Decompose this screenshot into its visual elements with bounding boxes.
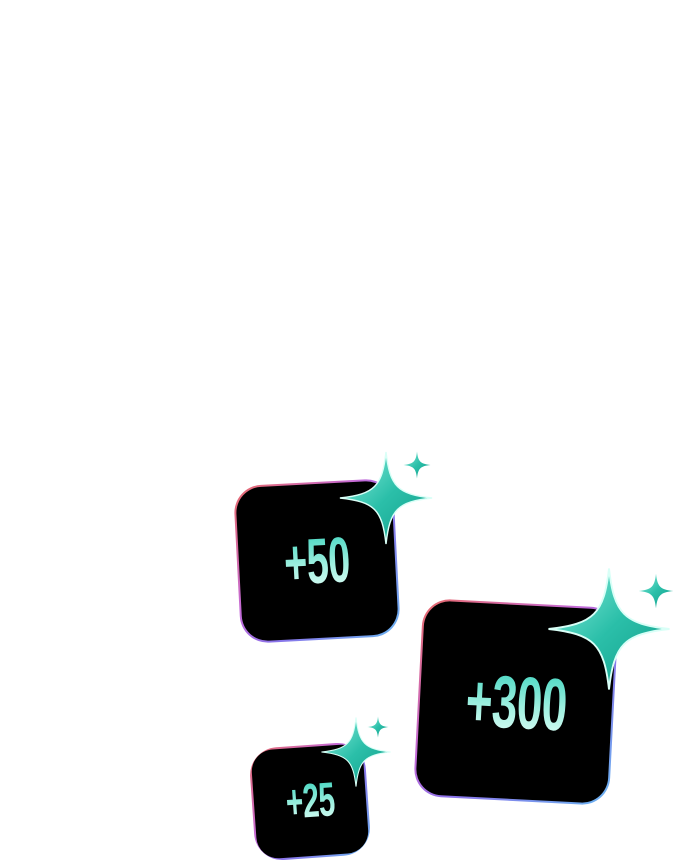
sparkle-small-icon xyxy=(403,451,431,479)
sparkle-large-icon xyxy=(339,451,433,545)
sparkle-large-icon xyxy=(548,568,670,690)
sparkle-small-icon xyxy=(367,716,389,738)
sparkle-large-icon xyxy=(321,717,391,787)
sparkle-small-icon xyxy=(638,573,674,609)
